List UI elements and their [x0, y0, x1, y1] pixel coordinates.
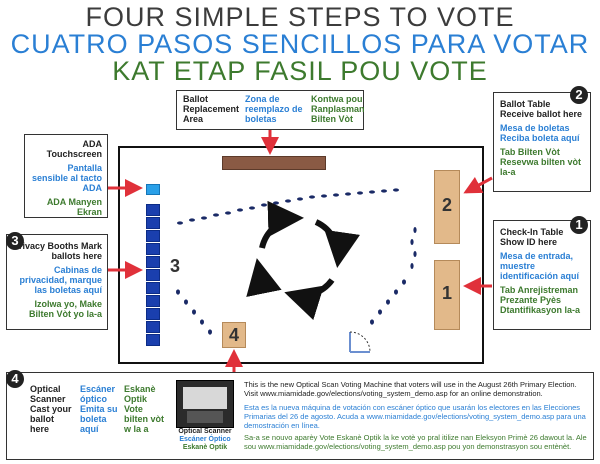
- scanner-caption-en: Optical Scanner: [178, 428, 232, 435]
- booth: [146, 230, 160, 242]
- step4-box: [6, 372, 594, 460]
- ballot-replacement-box: Ballot Replacement Area Zona de reemplaz…: [176, 90, 365, 130]
- ballot-replacement-en: Ballot Replacement Area: [183, 94, 240, 124]
- title-english: FOUR SIMPLE STEPS TO VOTE: [85, 2, 515, 32]
- ada-ht: ADA Manyen Ekran: [46, 197, 102, 217]
- note-es: Esta es la nueva máquina de votación con…: [244, 403, 586, 430]
- booth: [146, 204, 160, 216]
- cycle-arrows-icon: [246, 200, 361, 321]
- step4-number-badge: 4: [6, 370, 24, 388]
- booth: [146, 295, 160, 307]
- scanner-caption: Optical Scanner Escáner Óptico Eskanè Op…: [170, 428, 240, 452]
- booth: [146, 308, 160, 320]
- step2-en: Ballot Table Receive ballot here: [500, 99, 583, 119]
- step3-en: Privacy Booths Mark ballots here: [12, 241, 102, 261]
- ada-es: Pantalla sensible al tacto ADA: [31, 163, 102, 193]
- title-creole: KAT ETAP FASIL POU VOTE: [112, 56, 488, 86]
- step3-es: Cabinas de privacidad, marque las boleta…: [19, 265, 102, 295]
- note-en: This is the new Optical Scan Voting Mach…: [244, 380, 577, 398]
- ballot-replacement-ht: Kontwa pou Ranplasman Bilten Vòt: [311, 94, 365, 124]
- booth: [146, 217, 160, 229]
- ada-touchscreen: [146, 184, 160, 195]
- step2-number-badge: 2: [570, 86, 588, 104]
- callout-arrows: [108, 130, 493, 376]
- scanner-label: 4: [228, 325, 239, 345]
- booth: [146, 269, 160, 281]
- step1-es: Mesa de entrada, muestre identificación …: [500, 251, 580, 281]
- step3-ht: Izolwa yo, Make Bilten Vòt yo la-a: [28, 299, 102, 319]
- step1-ht: Tab Anrejistreman Prezante Pyès Dtantifi…: [500, 285, 581, 315]
- title-spanish: CUATRO PASOS SENCILLOS PARA VOTAR: [10, 29, 590, 59]
- polling-room: [118, 146, 484, 364]
- optical-scanner-image: [176, 380, 234, 428]
- door-icon: [349, 331, 371, 353]
- step1-en: Check-In Table Show ID here: [500, 227, 564, 247]
- ada-box: ADA Touchscreen Pantalla sensible al tac…: [24, 134, 108, 218]
- booth: [146, 256, 160, 268]
- step4-es: Escáner óptico Emita su boleta aquí: [80, 384, 118, 434]
- note-ht: Sa-a se nouvo aparèy Vote Eskanè Optik l…: [244, 433, 587, 451]
- step4-ht: Eskanè Optik Vote bilten vòt w la a: [124, 384, 164, 434]
- scanner-caption-es: Escáner Óptico: [179, 436, 231, 443]
- checkin-table-1: 1: [434, 260, 460, 330]
- scanner-caption-ht: Eskanè Optik: [182, 444, 228, 451]
- step2-ht: Tab Bilten Vòt Resevwa bilten vòt la-a: [500, 147, 582, 177]
- booth: [146, 321, 160, 333]
- step1-box: Check-In Table Show ID here Mesa de entr…: [493, 220, 591, 330]
- booths-label: 3: [170, 256, 181, 276]
- step4-en: Optical Scanner Cast your ballot here: [30, 384, 72, 434]
- ballot-replacement-es: Zona de reemplazo de boletas: [245, 94, 303, 124]
- footsteps-path: [176, 188, 417, 335]
- replacement-area-table: [222, 156, 326, 170]
- booth: [146, 282, 160, 294]
- ballot-table-2: 2: [434, 170, 460, 244]
- table2-label: 2: [441, 195, 452, 215]
- step2-es: Mesa de boletas Reciba boleta aquí: [500, 123, 580, 143]
- ada-en: ADA Touchscreen: [46, 139, 102, 159]
- scanner-station-4: 4: [222, 322, 246, 348]
- step1-number-badge: 1: [570, 216, 588, 234]
- table1-label: 1: [441, 283, 452, 303]
- booth: [146, 334, 160, 346]
- step3-box: Privacy Booths Mark ballots here Cabinas…: [6, 234, 108, 330]
- booth: [146, 243, 160, 255]
- step3-number-badge: 3: [6, 232, 24, 250]
- step2-box: Ballot Table Receive ballot here Mesa de…: [493, 92, 591, 192]
